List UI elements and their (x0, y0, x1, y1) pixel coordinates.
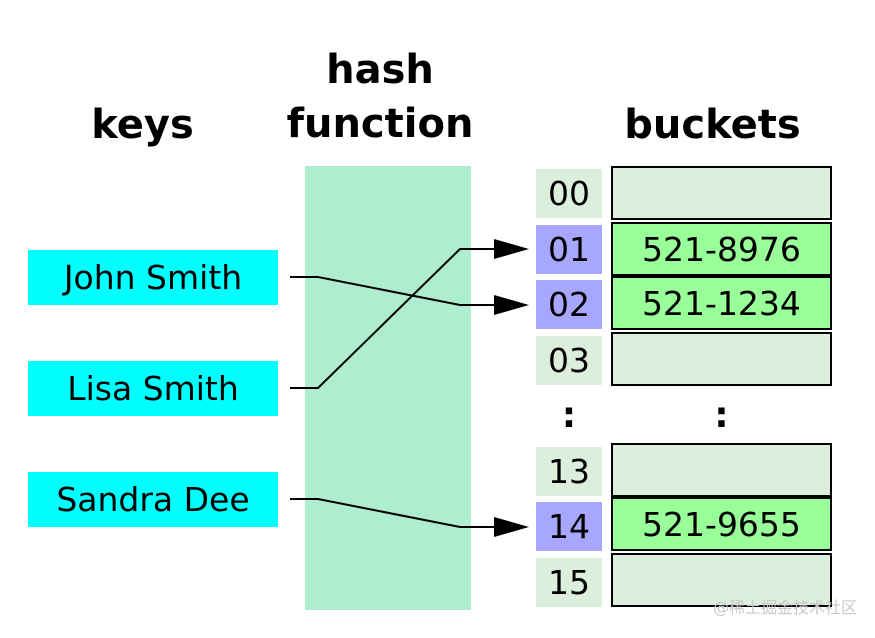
key-box-john-smith: John Smith (28, 250, 278, 305)
arrowhead-14 (494, 517, 529, 537)
hash-function-heading-line1: hash (326, 47, 434, 93)
watermark: @稀土掘金技术社区 (712, 598, 857, 617)
arrowhead-01 (494, 239, 529, 259)
arrowhead-02 (494, 295, 529, 315)
arrow-lisa-smith-to-01 (290, 248, 494, 389)
bucket-00 (611, 166, 832, 220)
index-13: 13 (536, 447, 602, 496)
bucket-01: 521-8976 (611, 222, 832, 276)
index-00: 00 (536, 169, 602, 218)
bucket-13 (611, 443, 832, 497)
index-ellipsis: : (561, 395, 577, 436)
hash-function-box (305, 166, 471, 610)
index-02: 02 (536, 280, 602, 329)
key-box-sandra-dee: Sandra Dee (28, 472, 278, 527)
index-15: 15 (536, 558, 602, 607)
index-03: 03 (536, 336, 602, 385)
bucket-03 (611, 332, 832, 386)
arrow-john-smith-to-02 (290, 276, 494, 306)
buckets-heading: buckets (624, 102, 801, 148)
bucket-ellipsis: : (714, 395, 729, 436)
hash-function-heading: hash function (270, 43, 490, 151)
keys-heading: keys (91, 102, 194, 148)
bucket-15 (611, 553, 832, 607)
key-box-lisa-smith: Lisa Smith (28, 361, 278, 416)
hash-function-heading-line2: function (286, 101, 474, 147)
arrow-sandra-dee-to-14 (290, 498, 494, 528)
index-01: 01 (536, 225, 602, 274)
index-14: 14 (536, 502, 602, 551)
bucket-02: 521-1234 (611, 276, 832, 330)
bucket-14: 521-9655 (611, 497, 832, 551)
